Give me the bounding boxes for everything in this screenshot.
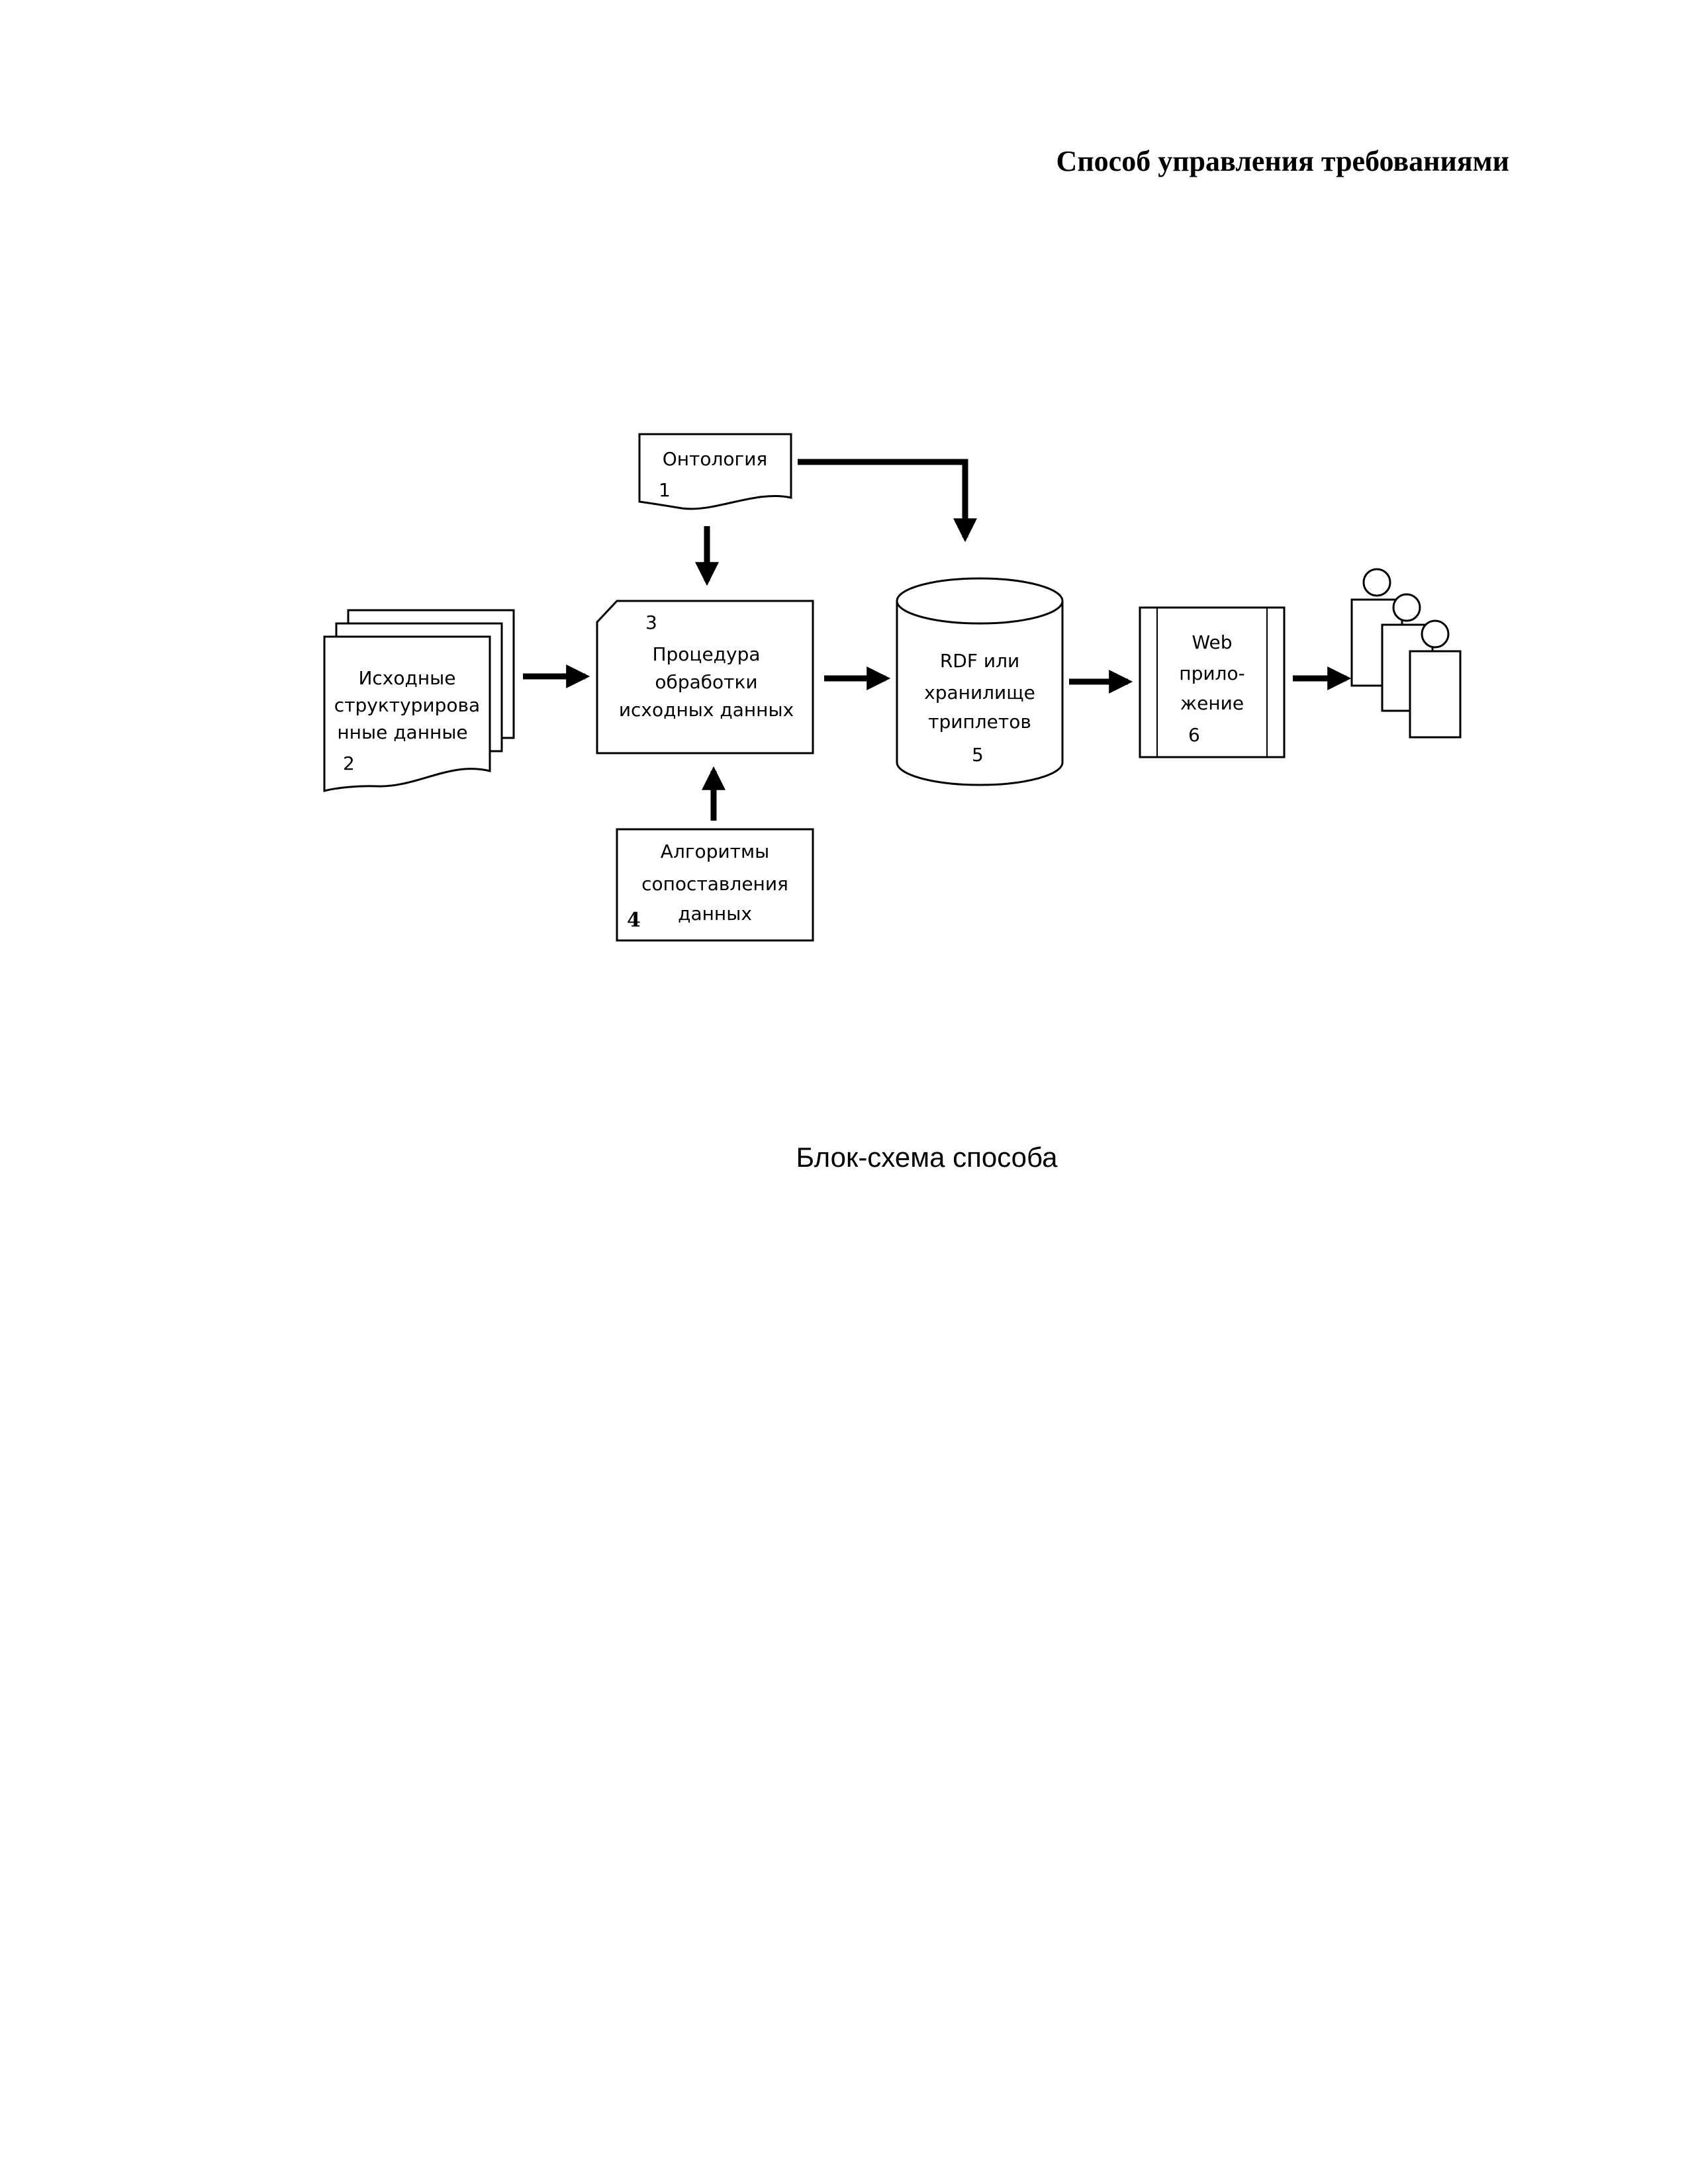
source-data-label-3: нные данные <box>337 721 467 743</box>
page-title: Способ управления требованиями <box>1056 145 1509 177</box>
webapp-label-1: Web <box>1192 631 1232 653</box>
algorithms-label-3: данных <box>678 903 752 925</box>
webapp-label-3: жение <box>1180 692 1244 714</box>
algorithms-label-1: Алгоритмы <box>661 841 769 862</box>
processing-label-3: исходных данных <box>619 699 794 721</box>
store-label-2: хранилище <box>924 682 1035 704</box>
algorithms-number: 4 <box>627 909 641 932</box>
processing-node: 3 Процедура обработки исходных данных <box>596 600 814 754</box>
source-data-label-2: структурирова <box>334 694 480 716</box>
ontology-number: 1 <box>659 479 671 501</box>
webapp-node: Web прило- жение 6 <box>1139 606 1286 758</box>
processing-label-2: обработки <box>655 671 757 693</box>
webapp-label-2: прило- <box>1179 662 1244 684</box>
processing-number: 3 <box>645 612 657 633</box>
arrow-ontology-to-store <box>798 459 977 543</box>
store-label-3: триплетов <box>928 711 1031 733</box>
store-number: 5 <box>972 744 984 766</box>
webapp-number: 6 <box>1188 724 1200 746</box>
source-data-number: 2 <box>343 752 355 774</box>
ontology-label: Онтология <box>663 448 768 470</box>
source-data-label-1: Исходные <box>358 667 455 689</box>
figure-caption: Блок-схема способа <box>796 1142 1058 1173</box>
source-data-node: Исходные структурирова нные данные 2 <box>323 609 515 792</box>
store-label-1: RDF или <box>940 650 1019 672</box>
processing-label-1: Процедура <box>652 643 760 665</box>
store-node: RDF или хранилище триплетов 5 <box>896 577 1064 786</box>
algorithms-node: Алгоритмы сопоставления данных 4 <box>616 828 814 942</box>
ontology-node: Онтология 1 <box>638 433 792 510</box>
arrows <box>523 459 1352 821</box>
algorithms-label-2: сопоставления <box>641 873 788 895</box>
users-icon <box>1350 568 1462 739</box>
